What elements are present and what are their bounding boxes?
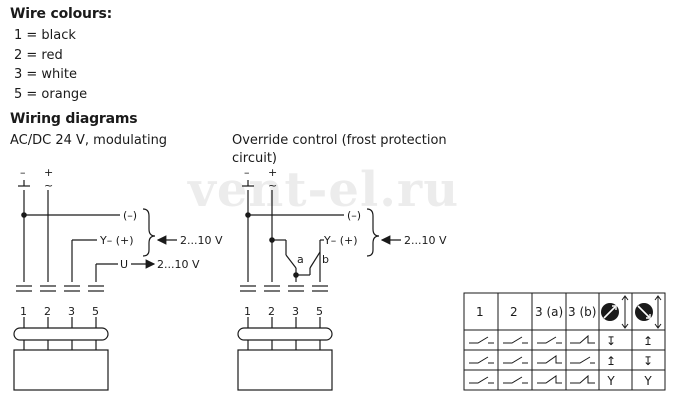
right-diagram-title-line2: circuit) bbox=[232, 151, 277, 166]
result-symbol: Y bbox=[606, 374, 615, 388]
terminal-label: 3 bbox=[292, 305, 299, 318]
switch-table-labels: 1 2 3 (a) 3 (b) ↧ ↥ Y ↥ ↧ Y bbox=[476, 305, 653, 388]
wiring-diagrams-heading: Wiring diagrams bbox=[10, 111, 138, 127]
result-symbol: ↥ bbox=[643, 334, 653, 348]
wire-colour-item: 2 = red bbox=[14, 47, 63, 63]
contact-b-label: b bbox=[322, 253, 329, 266]
right-diagram-title-line1: Override control (frost protection bbox=[232, 133, 447, 148]
wire-colour-item: 1 = black bbox=[14, 28, 76, 43]
neg-signal-label: (–) bbox=[347, 209, 361, 222]
input-range-label: 2...10 V bbox=[180, 234, 223, 247]
left-diagram-title: AC/DC 24 V, modulating bbox=[10, 133, 168, 148]
ac-symbol: ~ bbox=[44, 179, 53, 192]
result-symbol: ↥ bbox=[606, 354, 616, 368]
table-header: 3 (a) bbox=[535, 305, 563, 319]
pos-signal-label: Y– (+) bbox=[99, 234, 134, 247]
terminal-label: 5 bbox=[92, 305, 99, 318]
minus-symbol: – bbox=[244, 166, 250, 179]
plus-symbol: + bbox=[268, 166, 277, 179]
right-wiring-diagram bbox=[237, 180, 401, 391]
wire-colours-heading: Wire colours: bbox=[10, 6, 113, 22]
result-symbol: Y bbox=[643, 374, 652, 388]
wire-colour-list: 1 = black 2 = red 3 = white 5 = orange bbox=[14, 26, 87, 104]
minus-symbol: – bbox=[20, 166, 26, 179]
terminal-label: 2 bbox=[44, 305, 51, 318]
ac-symbol: ~ bbox=[268, 179, 277, 192]
result-symbol: ↧ bbox=[643, 354, 653, 368]
output-range-label: 2...10 V bbox=[157, 258, 200, 271]
wire-colour-item: 5 = orange bbox=[14, 86, 88, 102]
pos-signal-label: Y– (+) bbox=[323, 234, 358, 247]
left-diagram-labels: – + ~ (–) Y– (+) 2...10 V U 2...10 V 1 2… bbox=[20, 166, 223, 318]
input-range-label: 2...10 V bbox=[404, 234, 447, 247]
table-header: 1 bbox=[476, 305, 484, 319]
terminal-label: 1 bbox=[20, 305, 27, 318]
neg-signal-label: (–) bbox=[123, 209, 137, 222]
wire-colour-item: 3 = white bbox=[14, 67, 78, 82]
u-label: U bbox=[120, 258, 128, 271]
table-header: 3 (b) bbox=[568, 305, 596, 319]
contact-a-label: a bbox=[297, 253, 304, 266]
plus-symbol: + bbox=[44, 166, 53, 179]
switch-table bbox=[463, 292, 666, 391]
terminal-label: 1 bbox=[244, 305, 251, 318]
terminal-label: 5 bbox=[316, 305, 323, 318]
result-symbol: ↧ bbox=[606, 334, 616, 348]
watermark: vent-el.ru bbox=[188, 162, 460, 218]
left-wiring-diagram bbox=[13, 180, 177, 391]
terminal-label: 3 bbox=[68, 305, 75, 318]
right-diagram-labels: – + ~ (–) Y– (+) 2...10 V a b 1 2 3 5 bbox=[244, 166, 447, 318]
table-header: 2 bbox=[510, 305, 518, 319]
terminal-label: 2 bbox=[268, 305, 275, 318]
